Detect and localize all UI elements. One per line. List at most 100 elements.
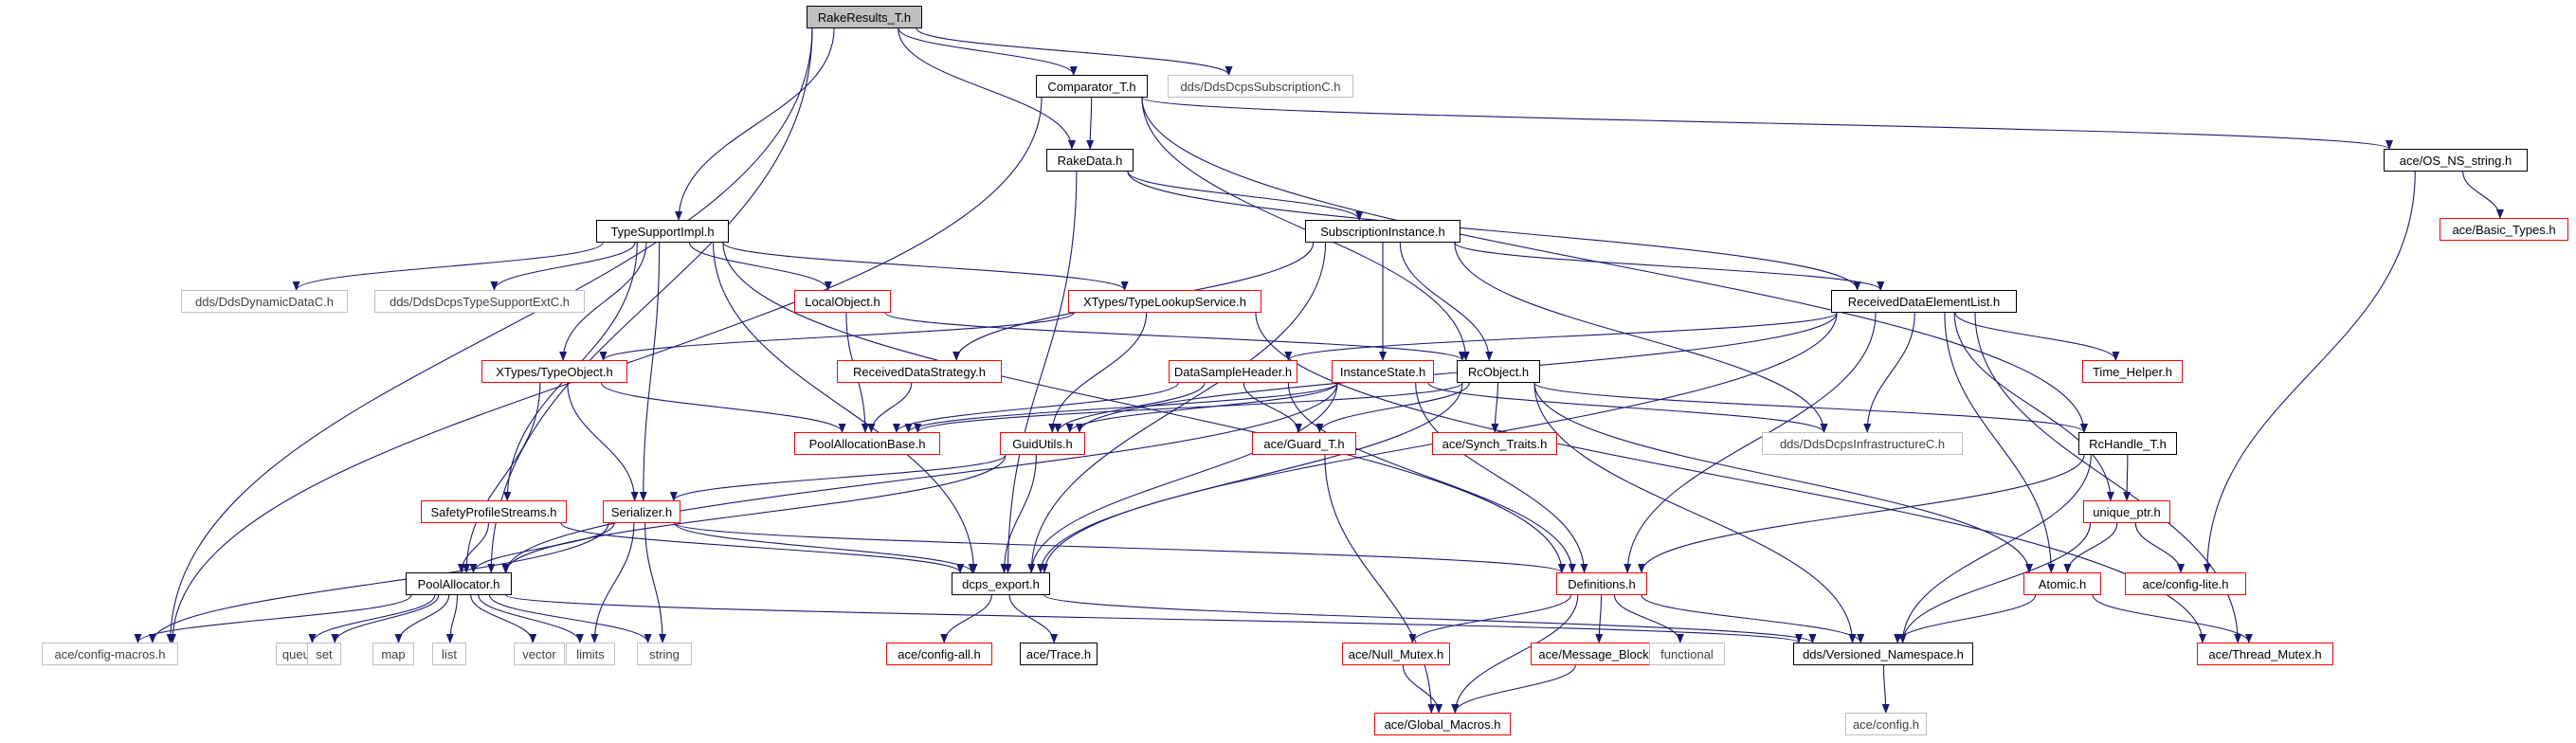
node-label: ace/config.h	[1852, 716, 1920, 732]
edge-os-ns-string-to-basic-types	[2462, 171, 2504, 219]
edge-atomic-to-thread-mutex	[2092, 594, 2253, 643]
edge-definitions-to-versioned-namespace	[1641, 594, 1865, 643]
node-label: XTypes/TypeObject.h	[496, 364, 613, 379]
edge-definitions-to-functional	[1613, 594, 1684, 643]
node-config-lite[interactable]: ace/config-lite.h	[2125, 572, 2246, 595]
node-label: PoolAllocationBase.h	[808, 436, 926, 451]
node-global-macros[interactable]: ace/Global_Macros.h	[1374, 713, 1511, 735]
node-typelookupservice[interactable]: XTypes/TypeLookupService.h	[1068, 290, 1261, 313]
edge-rakedata-to-dcps-export	[1004, 171, 1078, 573]
node-label: vector	[522, 646, 556, 661]
node-ddsdcpstypesupportextc: dds/DdsDcpsTypeSupportExtC.h	[374, 290, 585, 313]
node-rchandle-t[interactable]: RcHandle_T.h	[2078, 432, 2177, 455]
edge-receiveddataelementlist-to-datasampleheader	[1284, 312, 1838, 361]
node-label: ace/config-all.h	[898, 646, 981, 661]
edge-rcobject-to-versioned-namespace	[1533, 382, 1857, 643]
node-serializer[interactable]: Serializer.h	[603, 500, 680, 523]
node-label: dds/Versioned_Namespace.h	[1803, 646, 1964, 661]
node-label: dds/DdsDcpsSubscriptionC.h	[1180, 79, 1341, 94]
edge-unique-ptr-to-config-lite	[2134, 522, 2186, 573]
node-label: ace/config-lite.h	[2142, 576, 2229, 591]
node-poolallocator[interactable]: PoolAllocator.h	[406, 572, 512, 595]
edge-serializer-to-dcps-export	[674, 522, 976, 573]
node-unique-ptr[interactable]: unique_ptr.h	[2083, 500, 2170, 523]
node-receiveddatastrategy[interactable]: ReceivedDataStrategy.h	[837, 360, 1002, 383]
edge-null-mutex-to-global-macros	[1402, 664, 1443, 714]
node-synch-traits[interactable]: ace/Synch_Traits.h	[1432, 432, 1557, 455]
edge-subscriptioninstance-to-receiveddataelementlist	[1454, 242, 1885, 291]
edge-typelookupservice-to-typeobject	[599, 312, 1075, 361]
node-label: ReceivedDataElementList.h	[1847, 294, 2001, 309]
node-limits: limits	[566, 643, 615, 665]
edge-rakedata-to-subscriptioninstance	[1127, 171, 1364, 221]
edge-rchandle-t-to-definitions	[1638, 454, 2085, 573]
node-subscriptioninstance[interactable]: SubscriptionInstance.h	[1305, 220, 1460, 243]
node-label: dcps_export.h	[962, 576, 1040, 591]
node-localobject[interactable]: LocalObject.h	[794, 290, 891, 313]
node-definitions[interactable]: Definitions.h	[1556, 572, 1647, 595]
edge-poolallocator-to-queue	[308, 594, 436, 643]
node-rcobject[interactable]: RcObject.h	[1457, 360, 1540, 383]
node-comparator-t[interactable]: Comparator_T.h	[1036, 75, 1148, 98]
edge-comparator-t-to-os-ns-string	[1141, 97, 2393, 150]
node-thread-mutex[interactable]: ace/Thread_Mutex.h	[2197, 643, 2333, 665]
node-versioned-namespace[interactable]: dds/Versioned_Namespace.h	[1793, 643, 1973, 665]
node-receiveddataelementlist[interactable]: ReceivedDataElementList.h	[1831, 290, 2017, 313]
edge-poolallocator-to-string	[489, 594, 652, 643]
edge-instancestate-to-ddsdcpsinfrastructurec	[1427, 382, 1828, 433]
node-label: LocalObject.h	[805, 294, 880, 309]
node-typeobject[interactable]: XTypes/TypeObject.h	[481, 360, 627, 383]
node-label: ace/config-macros.h	[54, 646, 166, 661]
node-vector: vector	[514, 643, 565, 665]
edge-typeobject-to-poolallocator	[463, 382, 541, 573]
node-safetyprofilestreams[interactable]: SafetyProfileStreams.h	[421, 500, 567, 523]
edge-rakeresults-t-to-comparator-t	[898, 27, 1078, 76]
edge-rakeresults-t-to-config-macros	[166, 27, 813, 643]
edge-rcobject-to-dcps-export	[1037, 382, 1463, 573]
node-dcps-export[interactable]: dcps_export.h	[952, 572, 1050, 595]
node-label: PoolAllocator.h	[417, 576, 500, 591]
node-message-block[interactable]: ace/Message_Block.h	[1531, 643, 1667, 665]
node-config-all[interactable]: ace/config-all.h	[886, 643, 992, 665]
node-instancestate[interactable]: InstanceState.h	[1332, 360, 1434, 383]
edge-definitions-to-global-macros	[1451, 594, 1579, 714]
node-string: string	[637, 643, 692, 665]
node-guidutils[interactable]: GuidUtils.h	[1000, 432, 1085, 455]
node-null-mutex[interactable]: ace/Null_Mutex.h	[1342, 643, 1450, 665]
node-label: DataSampleHeader.h	[1173, 364, 1293, 379]
node-rakedata[interactable]: RakeData.h	[1046, 149, 1134, 172]
node-set: set	[307, 643, 341, 665]
edge-subscriptioninstance-to-ddsdcpsinfrastructurec	[1454, 242, 1828, 433]
node-datasampleheader[interactable]: DataSampleHeader.h	[1169, 360, 1297, 383]
node-trace[interactable]: ace/Trace.h	[1020, 643, 1098, 665]
edge-instancestate-to-poolallocationbase	[904, 382, 1338, 433]
edge-os-ns-string-to-config-lite	[2203, 171, 2416, 573]
node-time-helper[interactable]: Time_Helper.h	[2082, 360, 2183, 383]
node-atomic[interactable]: Atomic.h	[2023, 572, 2101, 595]
node-label: InstanceState.h	[1339, 364, 1426, 379]
node-label: RcObject.h	[1467, 364, 1530, 379]
edge-comparator-t-to-rchandle-t	[1141, 97, 2088, 433]
edge-typeobject-to-poolallocationbase	[600, 382, 846, 433]
edge-subscriptioninstance-to-dcps-export	[1027, 242, 1327, 573]
edge-rcobject-to-guard-t	[1315, 382, 1470, 433]
edge-typeobject-to-serializer	[567, 382, 639, 501]
node-label: dds/DdsDcpsInfrastructureC.h	[1779, 436, 1946, 451]
node-label: RcHandle_T.h	[2089, 436, 2167, 451]
edge-unique-ptr-to-versioned-namespace	[1898, 522, 2091, 643]
node-poolallocationbase[interactable]: PoolAllocationBase.h	[794, 432, 940, 455]
edge-serializer-to-string	[644, 522, 667, 643]
node-typesupportimpl[interactable]: TypeSupportImpl.h	[596, 220, 729, 243]
edge-poolallocator-to-versioned-namespace	[505, 594, 1803, 643]
node-label: ace/Basic_Types.h	[2452, 222, 2556, 237]
node-basic-types[interactable]: ace/Basic_Types.h	[2440, 218, 2568, 241]
edge-dcps-export-to-versioned-namespace	[1043, 594, 1817, 643]
edge-datasampleheader-to-guidutils	[1054, 382, 1206, 433]
node-os-ns-string[interactable]: ace/OS_NS_string.h	[2384, 149, 2528, 172]
node-guard-t[interactable]: ace/Guard_T.h	[1252, 432, 1356, 455]
node-label: map	[381, 646, 406, 661]
edge-definitions-to-message-block	[1595, 594, 1604, 643]
node-label: ace/Synch_Traits.h	[1442, 436, 1548, 451]
edge-instancestate-to-definitions	[1415, 382, 1588, 573]
node-label: dds/DdsDynamicDataC.h	[195, 294, 334, 309]
